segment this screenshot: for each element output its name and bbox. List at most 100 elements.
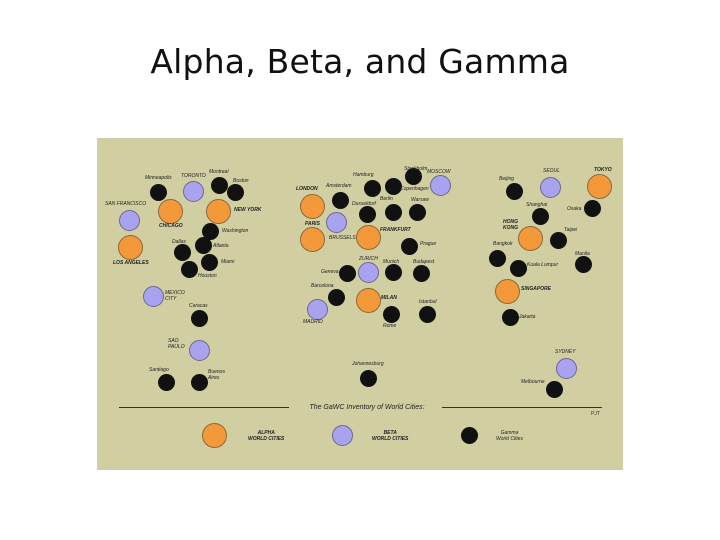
city-marker-singapore — [494, 278, 520, 304]
city-marker-bangkok — [488, 249, 506, 267]
city-label-atlanta: Atlanta — [213, 243, 229, 249]
credit-initials: PJT — [591, 411, 600, 417]
city-label-seoul: SEOUL — [543, 168, 560, 174]
city-marker-dallas — [173, 243, 191, 261]
slide-title: Alpha, Beta, and Gamma — [150, 42, 570, 81]
city-label-jakarta: Jakarta — [519, 314, 536, 320]
city-label-sydney: SYDNEY — [555, 349, 576, 355]
city-label-manila: Manila — [575, 251, 590, 257]
city-marker-osaka — [583, 199, 601, 217]
divider-line-right — [442, 407, 602, 408]
city-label-hamburg: Hamburg — [353, 172, 374, 178]
city-marker-paris — [299, 226, 325, 252]
world-cities-diagram: The GaWC Inventory of World Cities: PJT … — [97, 138, 623, 470]
city-marker-seoul — [539, 176, 561, 198]
city-marker-stockholm — [404, 167, 422, 185]
city-marker-santiago — [157, 373, 175, 391]
city-label-shanghai: Shanghai — [526, 202, 548, 208]
city-marker-houston — [180, 260, 198, 278]
legend-marker-gamma — [460, 426, 478, 444]
city-marker-miami — [200, 253, 218, 271]
city-marker-manila — [574, 255, 592, 273]
city-marker-barcelona — [327, 288, 345, 306]
city-marker-london — [299, 193, 325, 219]
legend-marker-alpha — [201, 422, 227, 448]
city-label-osaka: Osaka — [567, 206, 582, 212]
city-marker-tokyo — [586, 173, 612, 199]
city-marker-los-angeles — [117, 234, 143, 260]
city-marker-chicago — [157, 198, 183, 224]
city-label-bangkok: Bangkok — [493, 241, 513, 247]
city-label-geneva: Geneva — [321, 269, 339, 275]
city-marker-munich — [384, 263, 402, 281]
city-marker-sydney — [555, 357, 577, 379]
city-marker-caracas — [190, 309, 208, 327]
city-label-zurich: ZURICH — [359, 256, 378, 262]
city-label-johannesburg: Johannesburg — [352, 361, 384, 367]
city-marker-washington — [201, 222, 219, 240]
city-label-brussels: BRUSSELS — [329, 235, 356, 241]
city-label-stockholm: Stockholm — [404, 166, 428, 172]
city-marker-prague — [400, 237, 418, 255]
city-marker-jakarta — [501, 308, 519, 326]
city-marker-boston — [226, 183, 244, 201]
city-marker-mexico-city — [142, 285, 164, 307]
city-marker-toronto — [182, 180, 204, 202]
city-label-hong-kong: HONG KONG — [503, 219, 518, 231]
city-marker-zurich — [357, 261, 379, 283]
city-label-beijing: Beijing — [499, 176, 515, 182]
city-label-warsaw: Warsaw — [411, 197, 429, 203]
city-marker-melbourne — [545, 380, 563, 398]
city-marker-taipei — [549, 231, 567, 249]
legend-label-alpha: ALPHA WORLD CITIES — [248, 430, 285, 442]
city-label-frankfurt: FRANKFURT — [380, 227, 411, 233]
city-label-washington: Washington — [222, 228, 249, 234]
city-label-montreal: Montreal — [209, 169, 229, 175]
city-label-milan: MILAN — [381, 295, 397, 301]
city-marker-moscow — [429, 174, 451, 196]
city-label-buenos-aires: Buenos Aires — [208, 369, 225, 381]
city-marker-warsaw — [408, 203, 426, 221]
city-marker-geneva — [338, 264, 356, 282]
city-marker-hong-kong — [517, 225, 543, 251]
city-marker-hamburg — [363, 179, 381, 197]
city-label-istanbul: Istanbul — [419, 299, 437, 305]
city-label-caracas: Caracas — [189, 303, 208, 309]
city-marker-san-francisco — [118, 209, 140, 231]
city-marker-frankfurt — [355, 224, 381, 250]
city-label-amsterdam: Amsterdam — [326, 183, 352, 189]
city-marker-johannesburg — [359, 369, 377, 387]
city-marker-amsterdam — [331, 191, 349, 209]
city-label-budapest: Budapest — [413, 259, 435, 265]
city-label-barcelona: Barcelona — [311, 283, 334, 289]
city-marker-madrid — [306, 298, 328, 320]
divider-line-left — [119, 407, 289, 408]
city-marker-atlanta — [194, 236, 212, 254]
city-label-sao-paulo: SAO PAULO — [168, 338, 185, 350]
city-marker-new-york — [205, 198, 231, 224]
city-label-new-york: NEW YORK — [234, 207, 262, 213]
city-label-singapore: SINGAPORE — [521, 286, 552, 292]
city-label-dallas: Dallas — [172, 239, 186, 245]
city-label-los-angeles: LOS ANGELES — [113, 260, 149, 266]
city-label-kuala-lumpur: Kuala Lumpur — [527, 262, 559, 268]
city-label-chicago: CHICAGO — [159, 223, 183, 229]
diagram-caption: The GaWC Inventory of World Cities: — [309, 404, 425, 411]
city-label-miami: Miami — [221, 259, 235, 265]
legend-label-gamma: Gamma World Cities — [496, 430, 523, 442]
city-marker-beijing — [505, 182, 523, 200]
city-marker-milan — [355, 287, 381, 313]
city-label-boston: Boston — [233, 178, 249, 184]
city-label-minneapolis: Minneapolis — [145, 175, 172, 181]
city-label-houston: Houston — [198, 273, 217, 279]
city-marker-berlin — [384, 203, 402, 221]
city-marker-dusseldorf — [358, 205, 376, 223]
city-label-copenhagen: Copenhagen — [400, 186, 429, 192]
city-label-dusseldorf: Dusseldorf — [352, 201, 376, 207]
city-label-rome: Rome — [383, 323, 397, 329]
city-label-madrid: MADRID — [303, 319, 323, 325]
city-marker-brussels — [325, 211, 347, 233]
city-marker-montreal — [210, 176, 228, 194]
city-label-santiago: Santiago — [149, 367, 169, 373]
city-label-berlin: Berlin — [380, 196, 393, 202]
